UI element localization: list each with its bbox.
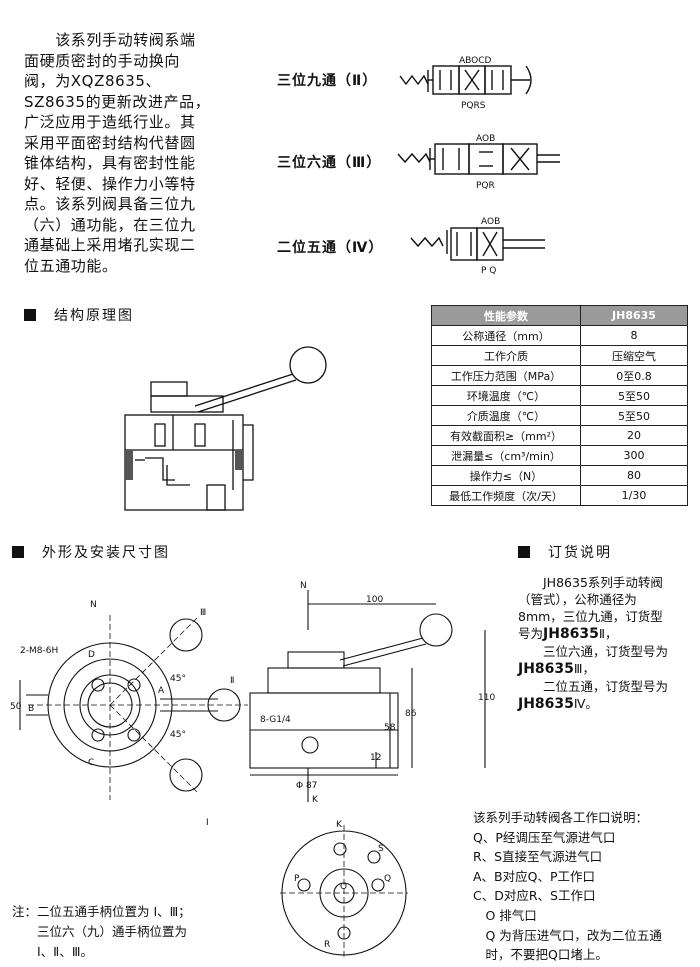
table-row: 泄漏量≤（cm³/min）300 bbox=[431, 445, 688, 466]
intro-line: 位五通功能。 bbox=[24, 256, 118, 275]
intro-line: （六）通功能，在三位九 bbox=[24, 215, 196, 234]
model-code: JH8635 bbox=[543, 626, 599, 642]
symbol-label-6way: 三位六通（Ⅲ） bbox=[277, 155, 382, 171]
table-header: JH8635 bbox=[580, 305, 688, 326]
label-ports-thread: 8-G1/4 bbox=[260, 715, 291, 725]
label-II: Ⅱ bbox=[230, 676, 234, 686]
ordering-text: JH8635系列手动转阀 （管式），公称通径为 8mm，三位九通，订货型 号为J… bbox=[518, 575, 669, 712]
intro-line: 好、轻便、操作力小等特 bbox=[24, 174, 196, 193]
label-III: Ⅲ bbox=[200, 608, 206, 618]
section-structure: 结构原理图 bbox=[24, 305, 134, 325]
section-dimensions: 外形及安装尺寸图 bbox=[12, 542, 170, 562]
label-P: P bbox=[294, 874, 300, 884]
table-header: 性能参数 bbox=[431, 305, 581, 326]
ports-bottom-2: PQR bbox=[476, 181, 495, 191]
ports-top-2: AOB bbox=[476, 134, 495, 144]
dim-100: 100 bbox=[366, 595, 383, 605]
label-N: N bbox=[90, 600, 97, 610]
ports-description: 该系列手动转阀各工作口说明： Q、P经调压至气源进气口 R、S直接至气源进气口 … bbox=[473, 810, 662, 963]
label-holes: 2-M8-6H bbox=[20, 646, 58, 656]
label-N: N bbox=[300, 581, 307, 591]
dim-110: 110 bbox=[478, 693, 495, 703]
table-row: 工作压力范围（MPa）0至0.8 bbox=[431, 365, 688, 386]
ports-bottom-1: PQRS bbox=[461, 101, 486, 111]
intro-paragraph: 该系列手动转阀系端 面硬质密封的手动换向 阀，为XQZ8635、 SZ8635的… bbox=[24, 30, 244, 276]
dim-50: 50 bbox=[10, 702, 22, 712]
label-B: B bbox=[28, 704, 34, 714]
label-K: K bbox=[312, 795, 319, 805]
dim-86: 86 bbox=[405, 709, 417, 719]
section-title: 结构原理图 bbox=[54, 308, 134, 324]
intro-line: 锥体结构，具有密封性能 bbox=[24, 154, 196, 172]
table-row: 最低工作频度（次/天）1/30 bbox=[431, 485, 688, 506]
ports-top-1: ABOCD bbox=[459, 56, 492, 66]
intro-line: 通基础上采用堵孔实现二 bbox=[24, 236, 196, 254]
dim-12: 12 bbox=[370, 753, 381, 763]
label-I: Ⅰ bbox=[206, 818, 209, 828]
label-R: R bbox=[324, 940, 330, 950]
model-code: JH8635 bbox=[518, 661, 574, 677]
model-code: JH8635 bbox=[518, 696, 574, 712]
section-title: 外形及安装尺寸图 bbox=[42, 545, 170, 561]
valve-symbols: ABOCD PQRS AOB PQR AOB P Q bbox=[397, 56, 560, 276]
table-row: 有效截面积≥（mm²）20 bbox=[431, 425, 688, 446]
intro-line: SZ8635的更新改进产品， bbox=[24, 92, 211, 111]
intro-line: 点。该系列阀具备三位九 bbox=[24, 195, 196, 213]
section-ordering: 订货说明 bbox=[518, 542, 612, 562]
intro-line: 采用平面密封结构代替圆 bbox=[24, 133, 196, 152]
table-header-row: 性能参数 JH8635 bbox=[431, 305, 688, 326]
top-view-drawing: N Ⅲ Ⅱ Ⅰ 2-M8-6H A B C D 50 45° 45° bbox=[10, 600, 248, 828]
section-title: 订货说明 bbox=[548, 545, 612, 561]
label-O: O bbox=[340, 882, 347, 892]
ports-top-3: AOB bbox=[481, 217, 500, 227]
label-D: D bbox=[88, 650, 95, 660]
table-row: 操作力≤（N）80 bbox=[431, 465, 688, 486]
structure-diagram bbox=[124, 346, 327, 511]
table-row: 介质温度（℃）5至50 bbox=[431, 405, 688, 426]
table-row: 工作介质压缩空气 bbox=[431, 345, 688, 366]
table-row: 环境温度（℃）5至50 bbox=[431, 385, 688, 406]
dim-87: Φ 87 bbox=[296, 781, 317, 791]
label-K: K bbox=[336, 820, 343, 830]
side-view-drawing: N 100 110 86 58 12 Φ 87 8-G1/4 K bbox=[249, 581, 495, 805]
label-S: S bbox=[378, 844, 384, 854]
intro-line: 面硬质密封的手动换向 bbox=[24, 51, 181, 70]
angle-45-lower: 45° bbox=[170, 730, 186, 740]
table-row: 公称通径（mm）8 bbox=[431, 325, 688, 346]
square-bullet-icon bbox=[12, 546, 24, 558]
footnote: 注：二位五通手柄位置为 Ⅰ、Ⅲ； 三位六（九）通手柄位置为 Ⅰ、Ⅱ、Ⅲ。 bbox=[12, 904, 191, 959]
intro-line: 阀，为XQZ8635、 bbox=[24, 72, 162, 90]
symbol-label-9way: 三位九通（Ⅱ） bbox=[277, 73, 378, 89]
bottom-port-view: K S P O Q R bbox=[280, 820, 408, 960]
ports-bottom-3: P Q bbox=[481, 266, 496, 276]
square-bullet-icon bbox=[24, 309, 36, 321]
label-A: A bbox=[158, 686, 165, 696]
symbol-label-5way: 二位五通（Ⅳ） bbox=[277, 240, 384, 256]
params-table: 性能参数 JH8635 公称通径（mm）8 工作介质压缩空气 工作压力范围（MP… bbox=[431, 305, 688, 506]
square-bullet-icon bbox=[518, 546, 530, 558]
intro-line: 该系列手动转阀系端 bbox=[24, 31, 196, 49]
label-Q: Q bbox=[384, 874, 391, 884]
intro-line: 广泛应用于造纸行业。其 bbox=[24, 113, 196, 131]
dim-58: 58 bbox=[384, 723, 396, 733]
label-C: C bbox=[88, 758, 94, 768]
angle-45-upper: 45° bbox=[170, 674, 186, 684]
